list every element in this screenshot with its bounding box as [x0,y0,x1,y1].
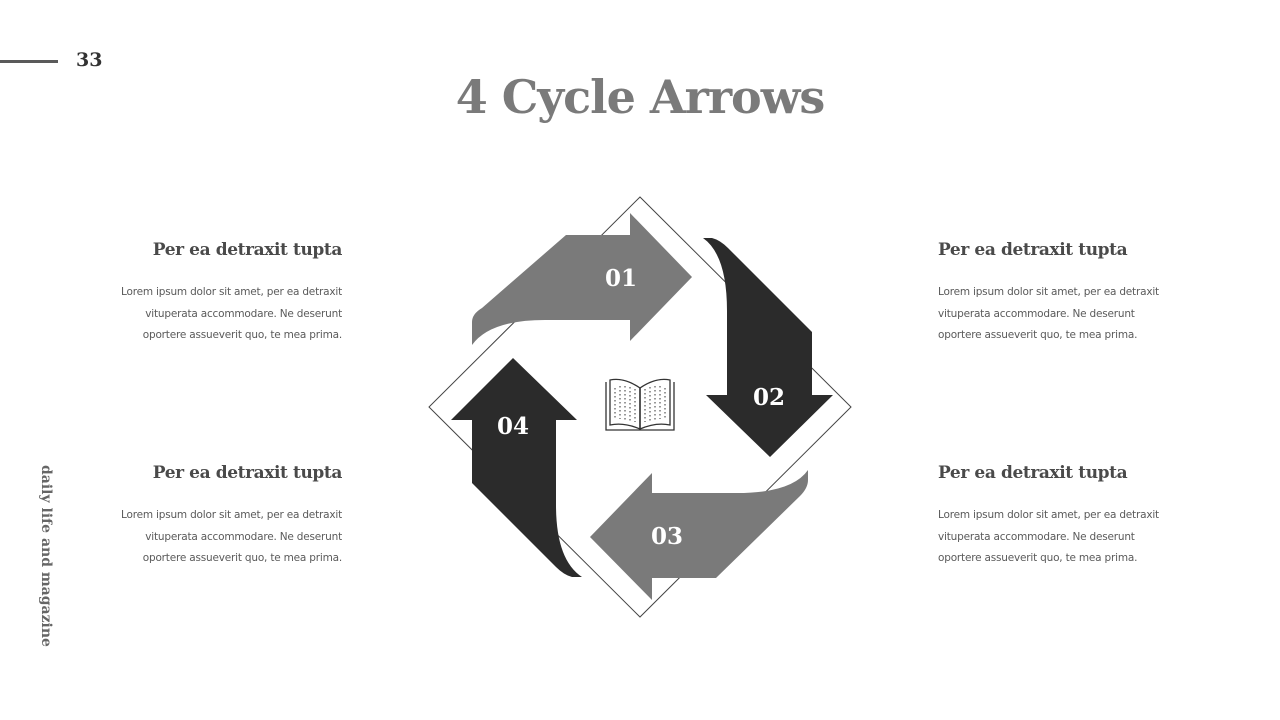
block-body: Lorem ipsum dolor sit amet, per ea detra… [938,505,1178,570]
block-line: Lorem ipsum dolor sit amet, per ea detra… [121,286,342,298]
block-heading: Per ea detraxit tupta [938,463,1128,483]
page-number: 33 [76,49,103,71]
block-heading: Per ea detraxit tupta [152,240,343,260]
text-block-top-right: Per ea detraxit tupta Lorem ipsum dolor … [938,240,1178,347]
text-block-bottom-left: Per ea detraxit tupta Lorem ipsum dolor … [102,463,342,570]
open-book-icon [605,378,675,431]
block-heading: Per ea detraxit tupta [152,463,343,483]
text-block-bottom-right: Per ea detraxit tupta Lorem ipsum dolor … [938,463,1178,570]
top-rule [0,60,58,63]
arrow-04 [451,358,582,577]
block-body: Lorem ipsum dolor sit amet, per ea detra… [102,282,342,347]
page-title: 4 Cycle Arrows [455,70,825,124]
arrow-02 [703,238,833,457]
block-body: Lorem ipsum dolor sit amet, per ea detra… [102,505,342,570]
arrow-03 [590,470,808,600]
block-line: oportere assueverit quo, te mea prima. [938,329,1138,341]
text-block-top-left: Per ea detraxit tupta Lorem ipsum dolor … [102,240,342,347]
block-line: vituperata accommodare. Ne deserunt [938,530,1135,543]
block-line: vituperata accommodare. Ne deserunt [145,307,342,320]
block-line: oportere assueverit quo, te mea prima. [142,329,342,341]
step-label-03: 03 [651,523,683,550]
step-label-02: 02 [753,384,785,411]
block-line: oportere assueverit quo, te mea prima. [142,552,342,564]
block-line: Lorem ipsum dolor sit amet, per ea detra… [938,509,1159,521]
block-line: Lorem ipsum dolor sit amet, per ea detra… [938,286,1159,298]
block-line: vituperata accommodare. Ne deserunt [145,530,342,543]
block-heading: Per ea detraxit tupta [938,240,1128,260]
block-line: oportere assueverit quo, te mea prima. [938,552,1138,564]
step-label-01: 01 [605,265,637,292]
step-label-04: 04 [497,413,529,440]
block-line: Lorem ipsum dolor sit amet, per ea detra… [121,509,342,521]
block-line: vituperata accommodare. Ne deserunt [938,307,1135,320]
block-body: Lorem ipsum dolor sit amet, per ea detra… [938,282,1178,347]
side-label: daily life and magazine [38,465,54,647]
arrow-01 [472,213,692,345]
